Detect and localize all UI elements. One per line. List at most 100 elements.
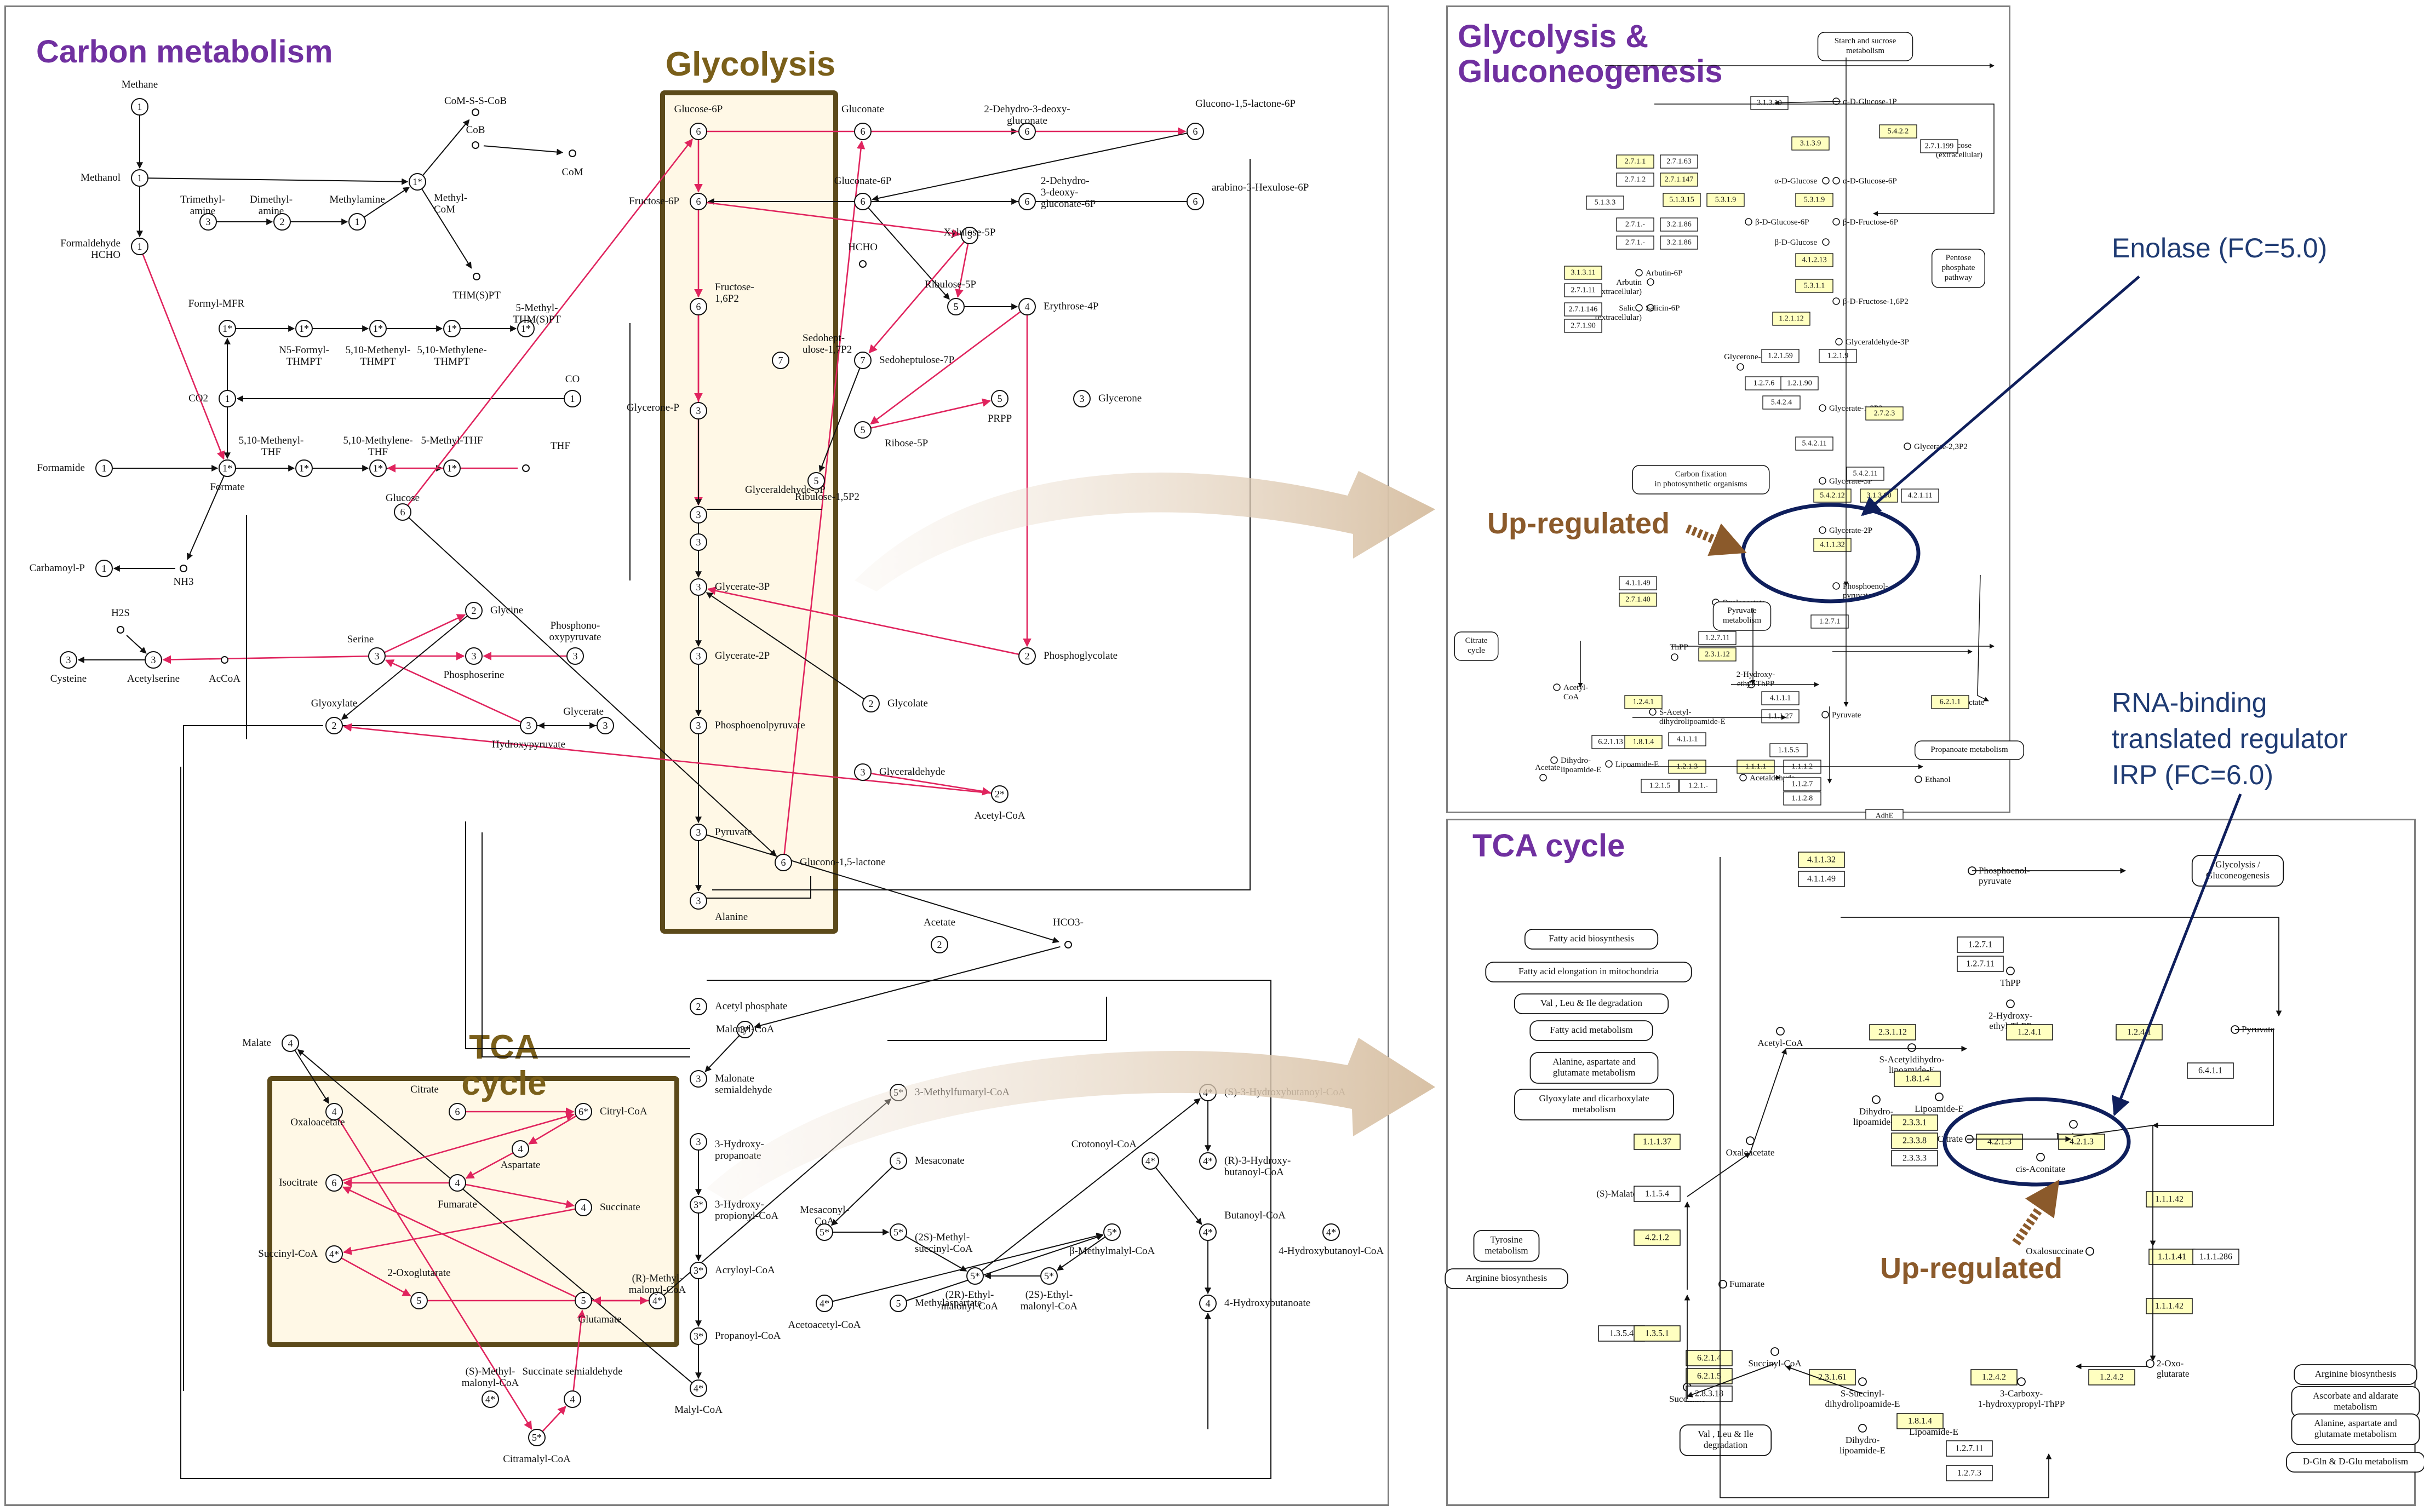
compound-dot	[1550, 756, 1558, 764]
compound-circle	[410, 1292, 428, 1309]
compound-label: Acetyl-CoA	[975, 810, 1025, 821]
tca-compound: Arginine biosynthesis	[2294, 1364, 2417, 1385]
reaction-edge-57	[818, 367, 861, 473]
enzyme-rect	[1564, 283, 1602, 297]
enzyme-box: 1.2.1.90	[1780, 376, 1819, 390]
compound-circle	[369, 459, 387, 477]
enzyme-rect	[1791, 136, 1830, 151]
carbon-compound: 6*Citryl-CoA	[575, 1103, 647, 1120]
carbon-compound: 1CO	[564, 373, 581, 407]
carbon-compound: 5*(2S)-Methyl-succinyl-CoA	[890, 1223, 973, 1255]
carbon-count: 6	[696, 196, 701, 207]
compound-circle	[449, 1174, 466, 1192]
glycolysis-compound: ThPP	[1670, 643, 1688, 661]
enzyme-rect	[1957, 956, 2004, 972]
compound-label: Methanol	[81, 172, 121, 183]
carbon-count: 3	[696, 720, 701, 731]
carbon-count: 5	[417, 1295, 422, 1306]
carbon-count: 5	[581, 1295, 586, 1306]
compound-label: Acetyl phosphate	[715, 1001, 787, 1012]
compound-dot	[1872, 1095, 1881, 1104]
enzyme-rect	[1894, 1071, 1941, 1087]
compound-dot	[1819, 526, 1826, 534]
enzyme-box: 2.7.1.146	[1564, 302, 1602, 317]
tca-compound-label: Fatty acid metabolism	[1550, 1025, 1632, 1035]
enzyme-rect	[1819, 349, 1857, 363]
carbon-compound: AcCoA	[209, 656, 240, 685]
carbon-count: 5	[998, 393, 1002, 404]
enzyme-ec: 5.4.2.4	[1771, 399, 1792, 407]
enzyme-box: 2.7.1.1	[1616, 154, 1654, 169]
carbon-count: 1*	[299, 323, 309, 334]
glycolysis-highlight-box	[660, 90, 838, 934]
reaction-edge-54	[706, 202, 961, 238]
carbon-count: 3	[696, 1136, 701, 1147]
compound-dot	[1935, 1093, 1944, 1101]
carbon-count: 1	[102, 463, 107, 474]
enzyme-ec: 2.7.1.90	[1571, 322, 1596, 330]
carbon-count: 3	[1080, 393, 1085, 404]
carbon-count: 4*	[1203, 1227, 1213, 1238]
enzyme-ec: 6.4.1.1	[2198, 1066, 2222, 1076]
carbon-count: 5	[954, 301, 959, 312]
carbon-compound: 4*Crotonoyl-CoA	[1071, 1139, 1159, 1170]
reaction-edge-7	[126, 635, 147, 654]
compound-circle	[295, 459, 313, 477]
enzyme-ec: 1.2.7.11	[1966, 959, 1994, 969]
carbon-compound: 1*5,10-Methylene-THMPT	[417, 320, 487, 367]
compound-circle	[690, 533, 707, 551]
reaction-edge-8	[162, 655, 369, 664]
tca-compound: Lipoamide-E	[1915, 1093, 1964, 1114]
reaction-edge-91	[905, 1235, 967, 1272]
reaction-edge-94	[906, 1234, 1104, 1302]
compound-circle	[690, 1379, 707, 1397]
enzyme-ec: 4.1.1.32	[1820, 541, 1845, 549]
compound-circle	[575, 1292, 592, 1309]
carbon-count: 2	[869, 698, 874, 709]
compound-circle	[517, 320, 535, 337]
compound-label: 2-Oxoglutarate	[387, 1267, 450, 1279]
carbon-count: 3	[696, 537, 701, 548]
carbon-compound: 1*N5-Formyl-THMPT	[279, 320, 329, 367]
tca-compound-label: Fumarate	[1729, 1279, 1764, 1289]
carbon-count: 4	[518, 1143, 523, 1154]
compound-dot	[2006, 999, 2015, 1008]
tca-compound-label: 3-Carboxy-1-hydroxypropyl-ThPP	[1978, 1388, 2065, 1409]
carbon-count: 3	[696, 827, 701, 838]
reaction-edge-59	[870, 398, 991, 429]
enzyme-rect	[1761, 691, 1800, 705]
enzyme-rect	[2088, 1369, 2135, 1385]
compound-circle	[816, 1223, 833, 1241]
enzyme-box: 2.7.1.147	[1660, 173, 1698, 187]
carbon-count: 6	[696, 301, 701, 312]
compound-dot	[2069, 1120, 2078, 1129]
compound-circle	[131, 98, 148, 116]
connector-arrow-glycolysis	[855, 471, 1435, 591]
enzyme-rect	[1624, 695, 1663, 709]
enzyme-rect	[1946, 1440, 1993, 1457]
carbon-count: 5*	[820, 1227, 829, 1238]
tca-compound-label: Lipoamide-E	[1915, 1103, 1964, 1114]
carbon-count: 4*	[820, 1298, 829, 1309]
carbon-count: 4	[332, 1106, 337, 1117]
compound-circle	[690, 506, 707, 524]
enzyme-rect	[1706, 193, 1745, 207]
enzyme-ec: 6.2.1.13	[1598, 738, 1623, 746]
compound-label: Glycine	[490, 605, 523, 616]
enzyme-ec: 2.3.1.12	[1878, 1028, 1907, 1037]
enzyme-box: 1.2.4.2	[1970, 1369, 2018, 1385]
enzyme-rect	[1634, 1186, 1681, 1202]
enzyme-rect	[1564, 266, 1602, 280]
compound-label: Gluconate	[841, 104, 884, 115]
glycolysis-compound: Ethanol	[1915, 775, 1951, 784]
compound-label: Glycerate-3P	[715, 581, 770, 593]
